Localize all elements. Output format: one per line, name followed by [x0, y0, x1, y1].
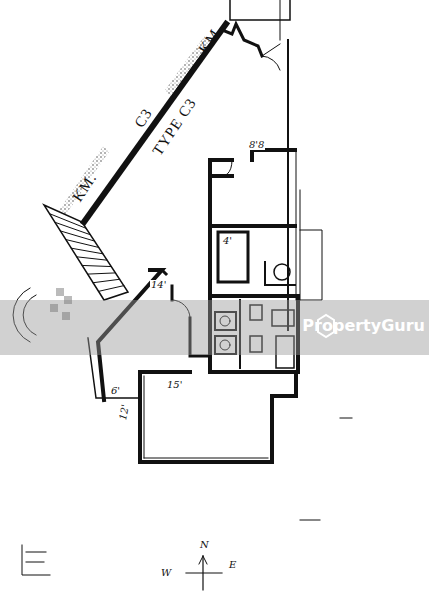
- stair-step: [99, 286, 124, 292]
- neighbour-wall: [230, 0, 290, 20]
- entrance-wall: [222, 24, 262, 56]
- outer-wall: [287, 40, 289, 330]
- bath-wall: [265, 262, 295, 285]
- living-wall: [140, 372, 296, 462]
- dimension: 14': [150, 280, 167, 290]
- stair-step: [66, 240, 99, 248]
- boundary-hatch: [64, 152, 104, 210]
- dimension: 15': [166, 380, 183, 390]
- area-label: KM.: [70, 170, 100, 204]
- stair-step: [82, 265, 111, 266]
- wardrobe: [218, 232, 248, 282]
- watermark-band: [0, 300, 429, 355]
- compass-arrow: [199, 556, 207, 564]
- pencil-mark: [300, 418, 352, 520]
- stair-step: [88, 273, 116, 274]
- stair-step: [93, 279, 120, 282]
- compass-letter: E: [228, 560, 237, 570]
- area-label: KM.: [196, 22, 226, 56]
- stair-step: [77, 257, 107, 260]
- dimension: 8'8: [248, 140, 265, 150]
- bedroom-wall: [250, 150, 254, 160]
- dimension: 12': [118, 403, 131, 422]
- window: [296, 150, 322, 300]
- stair-step: [55, 222, 90, 234]
- toilet: [274, 264, 290, 280]
- watermark: PropertyGuru: [302, 318, 425, 334]
- stair-steps: [49, 214, 123, 292]
- dimension: 4': [222, 236, 233, 246]
- compass-letter: N: [199, 540, 210, 550]
- type-label: TYPE C3: [150, 95, 199, 158]
- stair-step: [49, 214, 86, 229]
- sketch-box: [22, 545, 50, 575]
- stair-step: [71, 248, 103, 254]
- door-swing: [214, 160, 232, 177]
- door-swing: [262, 44, 280, 70]
- blur-mark: [50, 288, 72, 320]
- dimension: 6': [110, 386, 121, 396]
- living-inner: [144, 376, 268, 458]
- compass-letter: W: [160, 568, 172, 578]
- compass: [186, 556, 222, 590]
- neighbour-wall: [280, 0, 281, 40]
- bedroom-wall: [210, 150, 295, 226]
- staircase: [44, 205, 128, 300]
